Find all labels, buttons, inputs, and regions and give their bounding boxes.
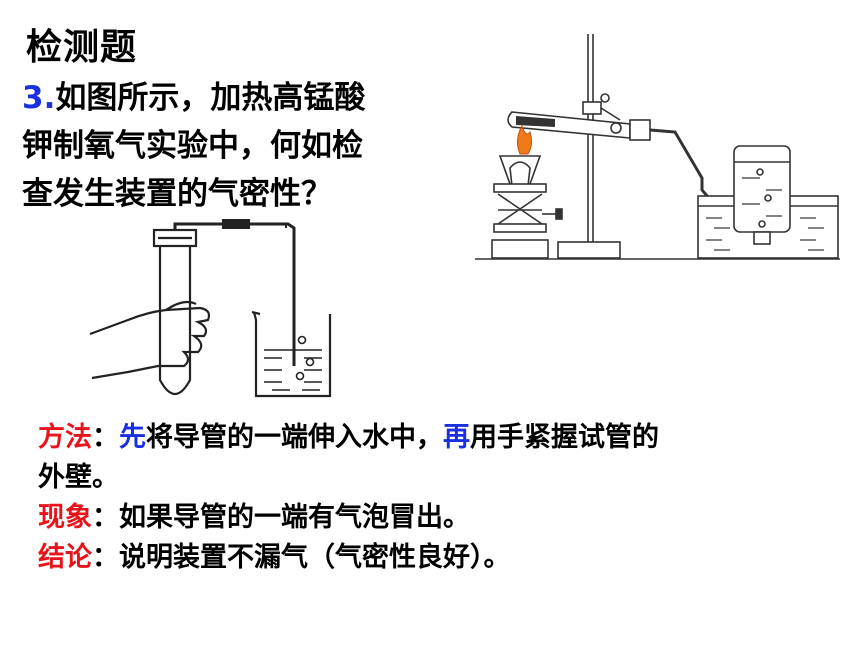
phenomenon-label: 现象 xyxy=(38,502,92,533)
question-block: 3.如图所示，加热高锰酸 钾制氧气实验中，何如检 查发生装置的气密性？ xyxy=(22,74,462,218)
question-number: 3. xyxy=(22,80,56,116)
method-text-1: 将导管的一端伸入水中， xyxy=(146,422,443,453)
phenomenon-text: 如果导管的一端有气泡冒出。 xyxy=(119,502,470,533)
answer-block: 方法：先将导管的一端伸入水中，再用手紧握试管的 外壁。 现象：如果导管的一端有气… xyxy=(38,418,828,578)
phenomenon-line: 现象：如果导管的一端有气泡冒出。 xyxy=(38,498,828,538)
conclusion-text: 说明装置不漏气（气密性良好）。 xyxy=(119,542,511,573)
method-colon: ： xyxy=(92,422,119,453)
phenomenon-colon: ： xyxy=(92,502,119,533)
conclusion-colon: ： xyxy=(92,542,119,573)
method-line: 方法：先将导管的一端伸入水中，再用手紧握试管的 xyxy=(38,418,828,458)
question-line-1: 3.如图所示，加热高锰酸 xyxy=(22,74,462,122)
question-line-2: 钾制氧气实验中，何如检 xyxy=(22,128,363,164)
method-first: 先 xyxy=(119,422,146,453)
conclusion-label: 结论 xyxy=(38,542,92,573)
hand-holding-test-tube-icon xyxy=(89,219,332,398)
method-line-2: 外壁。 xyxy=(38,462,119,493)
oxygen-preparation-apparatus-icon xyxy=(475,34,840,260)
method-label: 方法 xyxy=(38,422,92,453)
method-text-2: 用手紧握试管的 xyxy=(470,422,659,453)
slide-title: 检测题 xyxy=(26,27,138,68)
question-line-3: 查发生装置的气密性？ xyxy=(22,176,332,212)
question-text-1: 如图所示，加热高锰酸 xyxy=(55,80,366,116)
conclusion-line: 结论：说明装置不漏气（气密性良好）。 xyxy=(38,538,828,578)
method-then: 再 xyxy=(443,422,470,453)
